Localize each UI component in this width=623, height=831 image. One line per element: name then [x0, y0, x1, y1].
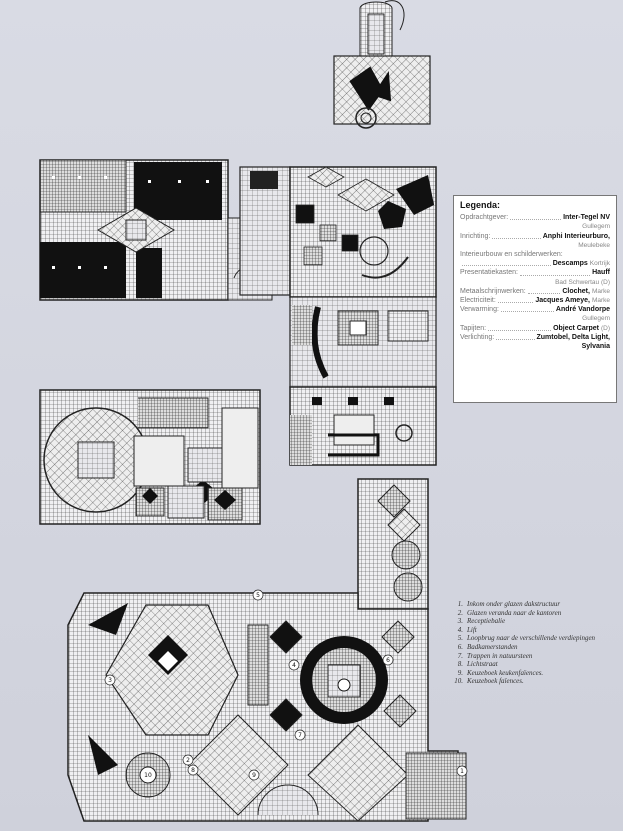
legend-place: Meulebeke [578, 241, 610, 249]
legend-company: Descamps [552, 260, 588, 268]
key-number: 9. [457, 668, 463, 677]
legend-company: Anphi Interieurburo, [542, 232, 610, 240]
key-text: Trappen in natuursteen [467, 651, 533, 660]
leader-dots [500, 311, 554, 313]
legend-row: Metaalschrijnwerken: Clochet, Marke [460, 287, 610, 296]
legend-place: Marke [591, 297, 610, 305]
key-text: Badkamerstanden [467, 642, 518, 651]
key-number: 8. [457, 660, 463, 669]
key-number: 4. [457, 625, 463, 634]
legend-row: Verwarming: André Vandorpe [460, 305, 610, 314]
key-item: 2. Glazen veranda naar de kantoren [452, 609, 612, 618]
leader-dots [496, 339, 535, 341]
key-text: Keuzeboek faïences. [467, 677, 524, 686]
legend-place: Marke [591, 287, 610, 295]
floorplan-upper-left [38, 158, 278, 303]
legend-company: Sylvania [581, 343, 610, 351]
key-number: 7. [457, 651, 463, 660]
key-item: 3. Receptiebalie [452, 617, 612, 626]
key-number: 1. [457, 600, 463, 608]
legend-place: Bad Schwertau (D) [555, 278, 610, 286]
floorplan-stair-tower [330, 0, 435, 130]
legend-company: Jacques Ameye, [535, 297, 590, 305]
leader-dots [527, 293, 561, 295]
legend-role: Inrichting: [460, 232, 491, 240]
plan-marker-2: 2 [186, 757, 190, 764]
numbered-key: 1. Inkom onder glazen dakstructuur 2. Glaz… [452, 600, 612, 686]
key-item: 7. Trappen in natuursteen [452, 652, 612, 661]
legend-row: Sylvania [460, 342, 610, 351]
legend-row: Presentatiekasten: Hauff [460, 268, 610, 277]
leader-dots [510, 219, 562, 221]
floorplan-ground-floor: 1 2 3 4 5 6 7 8 9 10 [58, 475, 478, 825]
plan-marker-7: 7 [298, 732, 302, 739]
legend-role: Verlichting: [460, 333, 495, 341]
legend-row: Tapijten: Object Carpet (D) [460, 324, 610, 333]
legend-place: Kortrijk [589, 260, 610, 268]
legend-place: (D) [600, 324, 610, 332]
key-text: Keuzeboek keukenfaïences. [467, 668, 544, 677]
legend-company: Object Carpet [553, 324, 599, 332]
leader-dots [488, 329, 552, 331]
legend-company: Inter-Tegel NV [563, 214, 610, 222]
key-text: Lift [467, 625, 477, 634]
leader-dots [519, 274, 591, 276]
legend-role: Presentatiekasten: [460, 269, 518, 277]
plan-marker-6: 6 [386, 657, 390, 664]
plan-marker-10: 10 [144, 772, 152, 779]
key-item: 8. Lichtstraat [452, 660, 612, 669]
legend-row: Inrichting: Anphi Interieurburo, [460, 232, 610, 241]
legend-row: Interieurbouw en schilderwerken: [460, 250, 610, 259]
leader-dots [492, 237, 541, 239]
key-item: 9. Keuzeboek keukenfaïences. [452, 669, 612, 678]
legend-company: Hauff [592, 269, 610, 277]
legend-company: André Vandorpe [555, 306, 610, 314]
plan-marker-3: 3 [108, 677, 112, 684]
key-text: Loopbrug naar de verschillende verdiepin… [467, 634, 596, 643]
legend-role: Metaalschrijnwerken: [460, 287, 526, 295]
key-number: 2. [457, 608, 463, 617]
legend-title: Legenda: [460, 200, 501, 210]
key-number: 10. [454, 677, 463, 686]
floorplan-middle-left [38, 388, 270, 528]
legend-box: Legenda: Opdrachtgever: Inter-Tegel NV G… [453, 195, 617, 403]
legend-row: Verlichting: Zumtobel, Delta Light, [460, 333, 610, 342]
leader-dots [497, 302, 534, 304]
leader-dots [462, 265, 551, 267]
legend-place: Gullegem [582, 315, 610, 323]
key-text: Glazen veranda naar de kantoren [467, 608, 562, 617]
key-item: 10. Keuzeboek faïences. [452, 677, 612, 686]
legend-role: Interieurbouw en schilderwerken: [460, 251, 563, 259]
plan-marker-5: 5 [256, 592, 260, 599]
key-text: Lichtstraat [467, 660, 498, 669]
key-item: 6. Badkamerstanden [452, 643, 612, 652]
key-number: 3. [457, 617, 463, 626]
legend-company: Clochet, [562, 287, 590, 295]
legend-place: Gullegem [582, 223, 610, 231]
key-number: 6. [457, 642, 463, 651]
key-text: Receptiebalie [467, 617, 506, 626]
plan-marker-9: 9 [252, 772, 256, 779]
legend-row: Opdrachtgever: Inter-Tegel NV [460, 213, 610, 222]
legend-role: Electriciteit: [460, 297, 496, 305]
key-number: 5. [457, 634, 463, 643]
key-text: Inkom onder glazen dakstructuur [467, 600, 561, 608]
legend-row: Electriciteit: Jacques Ameye, Marke [460, 296, 610, 305]
plan-marker-1: 1 [460, 768, 464, 775]
floorplan-upper-right [238, 165, 438, 470]
key-item: 5. Loopbrug naar de verschillende verdiep… [452, 634, 612, 643]
key-item: 1. Inkom onder glazen dakstructuur [452, 600, 612, 609]
plan-marker-8: 8 [191, 767, 195, 774]
legend-company: Zumtobel, Delta Light, [536, 333, 611, 341]
legend-role: Opdrachtgever: [460, 214, 509, 222]
legend-row: Descamps Kortrijk [460, 259, 610, 268]
legend-role: Tapijten: [460, 324, 487, 332]
key-item: 4. Lift [452, 626, 612, 635]
legend-role: Verwarming: [460, 306, 499, 314]
plan-marker-4: 4 [292, 662, 296, 669]
